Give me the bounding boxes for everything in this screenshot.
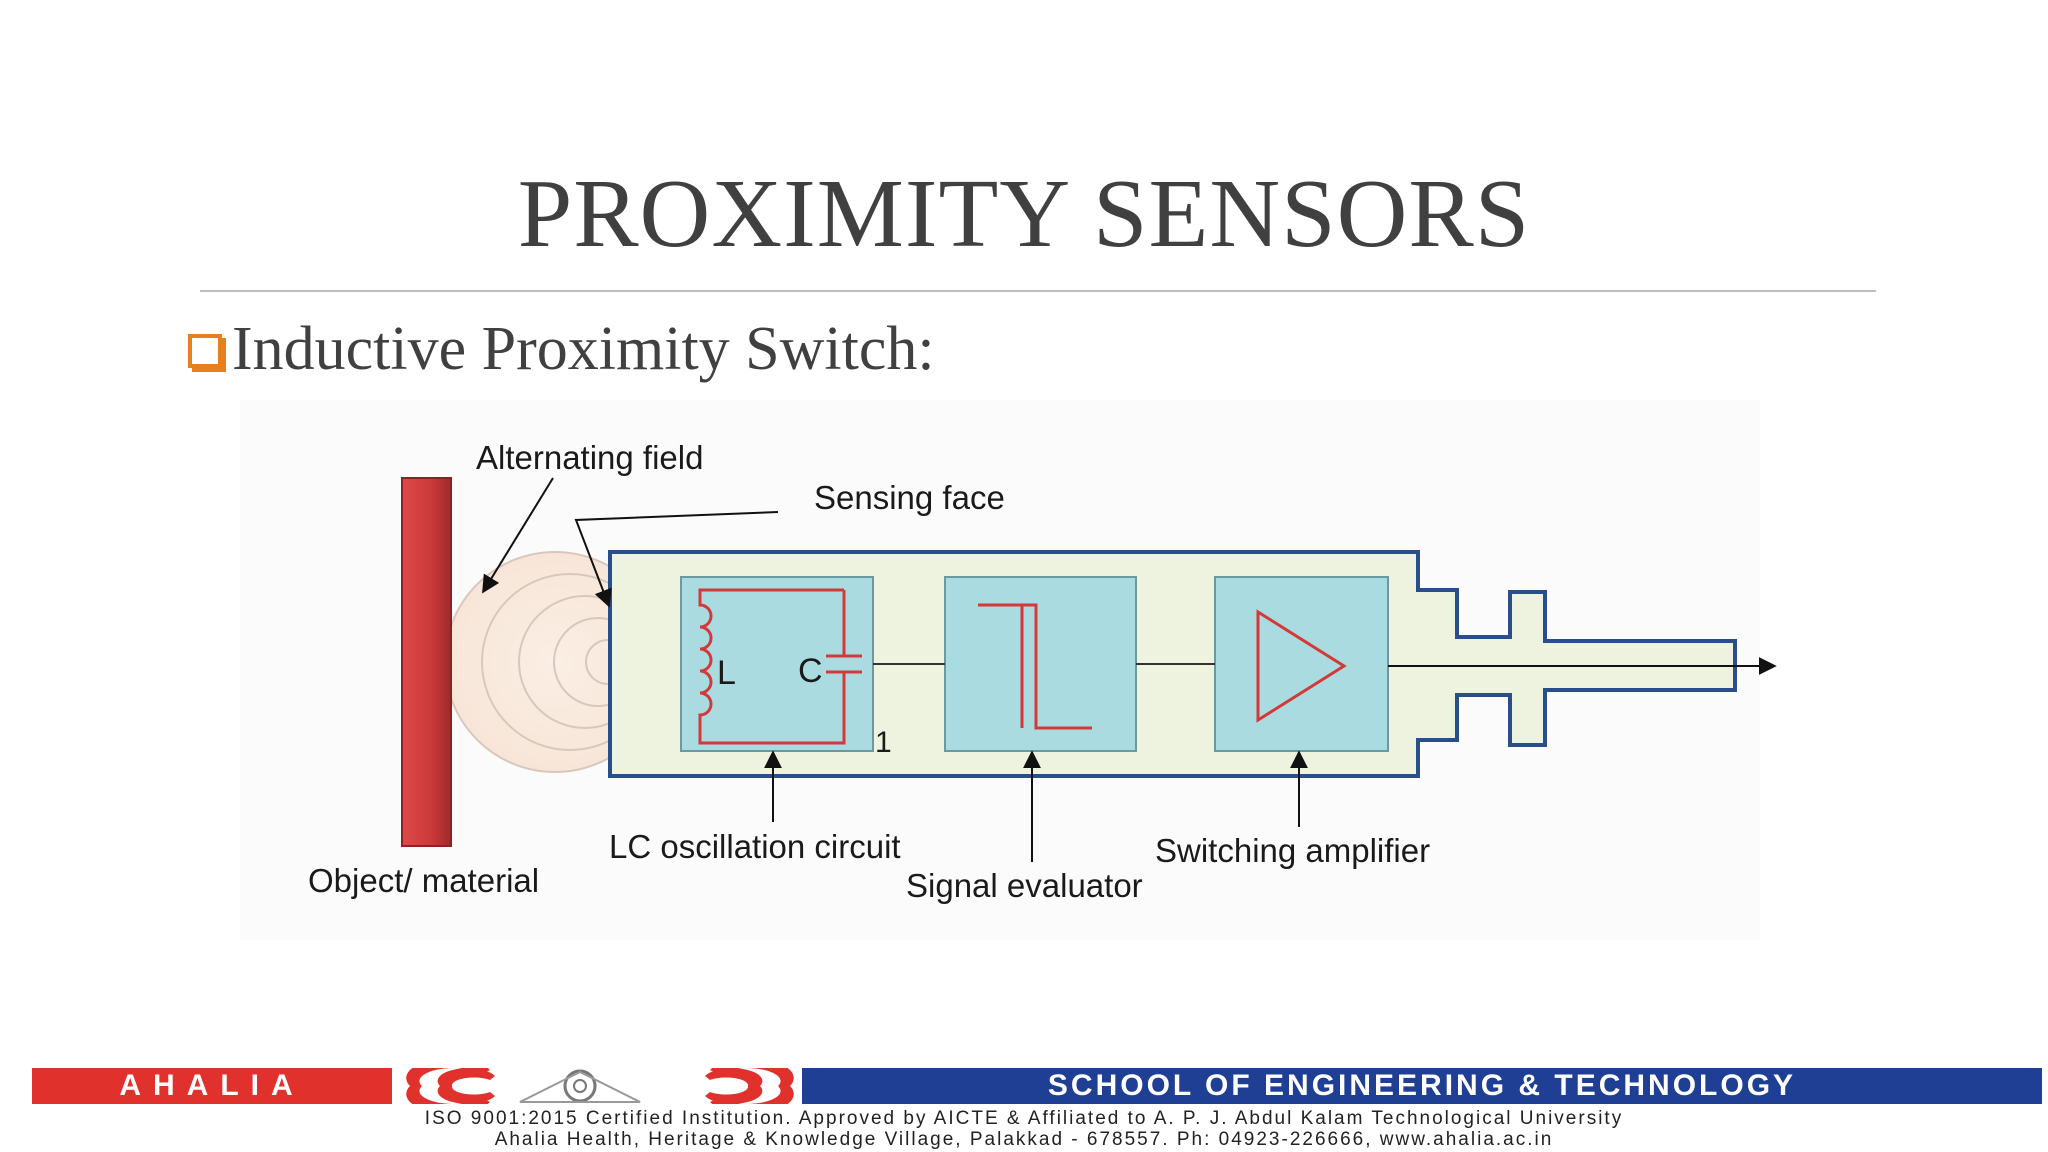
sensing-face-label: Sensing face xyxy=(814,479,1005,516)
object-material-label: Object/ material xyxy=(308,862,539,899)
footer-address-line: Ahalia Health, Heritage & Knowledge Vill… xyxy=(494,1129,1554,1150)
slide-title: PROXIMITY SENSORS xyxy=(517,160,1531,268)
brand-name-left: AHALIA xyxy=(32,1068,392,1104)
object-material-bar xyxy=(401,477,452,847)
capacitor-label: C xyxy=(798,652,823,690)
footer-accreditation-line: ISO 9001:2015 Certified Institution. App… xyxy=(424,1108,1624,1129)
amplifier-triangle xyxy=(1256,609,1347,723)
brand-name-right: SCHOOL OF ENGINEERING & TECHNOLOGY xyxy=(802,1068,2042,1104)
node-one-label: 1 xyxy=(875,726,892,759)
switching-amplifier-label: Switching amplifier xyxy=(1155,832,1430,869)
ahalia-logo-icon xyxy=(406,1068,794,1104)
inductor-label: L xyxy=(717,654,736,692)
lc-circuit-symbol xyxy=(698,588,862,745)
checkbox-bullet-icon xyxy=(188,334,222,368)
lc-circuit-label: LC oscillation circuit xyxy=(609,828,901,865)
switching-amplifier-block xyxy=(1214,576,1389,752)
signal-evaluator-label: Signal evaluator xyxy=(906,867,1143,904)
footer-brand-bar: AHALIA SCHOOL OF ENGINEERING & TECHNOLOG… xyxy=(32,1068,2042,1104)
bullet-item: Inductive Proximity Switch: xyxy=(188,318,935,380)
bullet-text: Inductive Proximity Switch: xyxy=(232,315,935,383)
alternating-field-label: Alternating field xyxy=(476,439,703,476)
signal-evaluator-symbol xyxy=(978,603,1092,730)
signal-evaluator-block xyxy=(944,576,1137,752)
title-divider xyxy=(200,290,1876,292)
